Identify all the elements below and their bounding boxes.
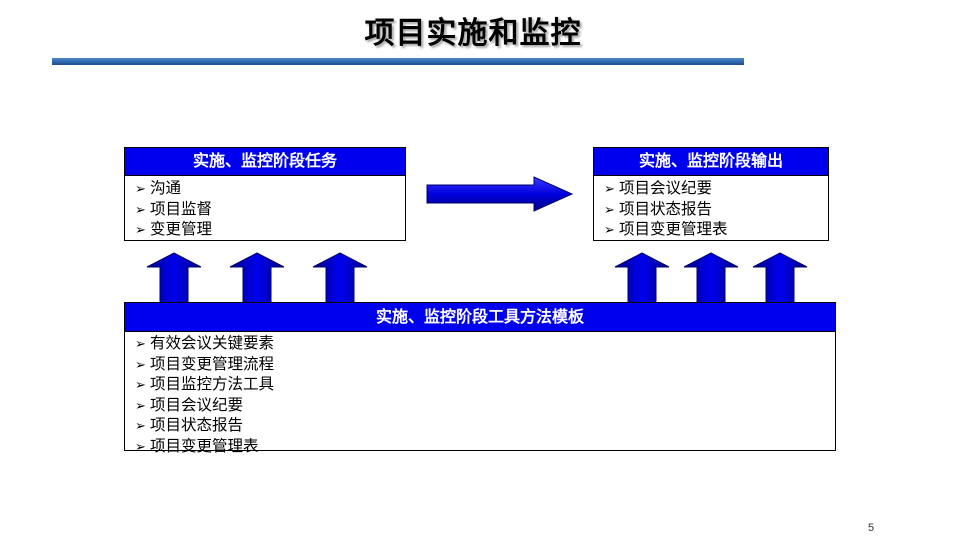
list-item: ➢项目监督 bbox=[135, 200, 405, 221]
bullet-arrow-icon: ➢ bbox=[604, 223, 615, 238]
bullet-arrow-icon: ➢ bbox=[604, 182, 615, 197]
tasks-list: ➢沟通 ➢项目监督 ➢变更管理 bbox=[125, 176, 405, 241]
bullet-arrow-icon: ➢ bbox=[135, 182, 146, 197]
tools-list: ➢有效会议关键要素 ➢项目变更管理流程 ➢项目监控方法工具 ➢项目会议纪要 ➢项… bbox=[125, 332, 835, 457]
bullet-arrow-icon: ➢ bbox=[135, 223, 146, 238]
list-item: ➢项目监控方法工具 bbox=[135, 375, 835, 396]
output-box: 实施、监控阶段输出 ➢项目会议纪要 ➢项目状态报告 ➢项目变更管理表 bbox=[593, 147, 829, 241]
up-arrow-icon bbox=[229, 252, 285, 304]
output-box-heading: 实施、监控阶段输出 bbox=[594, 148, 828, 176]
bullet-arrow-icon: ➢ bbox=[135, 378, 146, 393]
bullet-arrow-icon: ➢ bbox=[135, 357, 146, 373]
tools-box-heading: 实施、监控阶段工具方法模板 bbox=[125, 303, 835, 332]
title-underline-bar bbox=[52, 58, 744, 65]
list-item: ➢项目会议纪要 bbox=[135, 396, 835, 417]
list-item: ➢沟通 bbox=[135, 179, 405, 200]
bullet-arrow-icon: ➢ bbox=[604, 202, 615, 218]
tasks-box-heading: 实施、监控阶段任务 bbox=[125, 148, 405, 176]
list-item: ➢有效会议关键要素 bbox=[135, 334, 835, 355]
up-arrow-icon bbox=[752, 252, 808, 304]
bullet-arrow-icon: ➢ bbox=[135, 398, 146, 414]
list-item: ➢变更管理 bbox=[135, 220, 405, 241]
list-item: ➢项目变更管理流程 bbox=[135, 355, 835, 376]
list-item: ➢项目状态报告 bbox=[604, 200, 828, 221]
page-title: 项目实施和监控 bbox=[364, 16, 582, 51]
bullet-arrow-icon: ➢ bbox=[135, 202, 146, 218]
list-item: ➢项目变更管理表 bbox=[604, 220, 828, 241]
list-item: ➢项目会议纪要 bbox=[604, 179, 828, 200]
tools-box: 实施、监控阶段工具方法模板 ➢有效会议关键要素 ➢项目变更管理流程 ➢项目监控方… bbox=[124, 302, 836, 455]
up-arrow-icon bbox=[683, 252, 739, 304]
output-list: ➢项目会议纪要 ➢项目状态报告 ➢项目变更管理表 bbox=[594, 176, 828, 241]
up-arrow-icon bbox=[146, 252, 202, 304]
list-item: ➢项目变更管理表 bbox=[135, 437, 835, 458]
page-number: 5 bbox=[868, 522, 875, 534]
right-flow-arrow-icon bbox=[426, 176, 574, 212]
up-arrow-icon bbox=[312, 252, 368, 304]
bullet-arrow-icon: ➢ bbox=[135, 439, 146, 455]
bullet-arrow-icon: ➢ bbox=[135, 419, 146, 434]
list-item: ➢项目状态报告 bbox=[135, 416, 835, 437]
up-arrow-icon bbox=[614, 252, 670, 304]
bullet-arrow-icon: ➢ bbox=[135, 337, 146, 352]
tasks-box: 实施、监控阶段任务 ➢沟通 ➢项目监督 ➢变更管理 bbox=[124, 147, 406, 241]
